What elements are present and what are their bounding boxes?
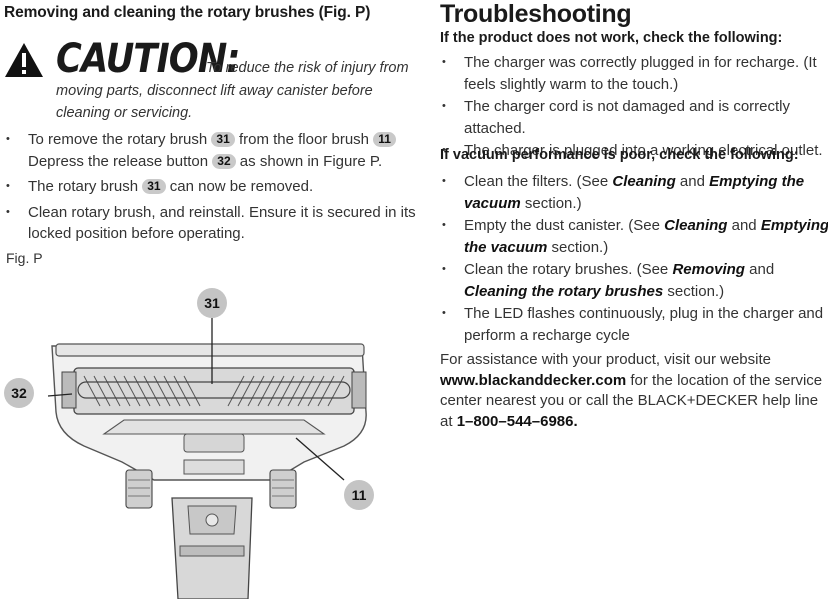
list-item: Clean the rotary brushes. (See Removing … xyxy=(440,259,828,302)
callout-31: 31 xyxy=(197,288,227,318)
caution-text-continued: moving parts, disconnect lift away canis… xyxy=(56,81,416,124)
part-number-badge: 31 xyxy=(142,179,166,194)
subheading-poor-performance: If vacuum performance is poor, check the… xyxy=(440,147,799,163)
floor-brush-illustration xyxy=(47,318,367,600)
figure-label: Fig. P xyxy=(6,250,43,266)
warning-triangle-icon xyxy=(5,43,43,77)
part-number-badge: 31 xyxy=(211,132,235,147)
caution-text-line-2: moving parts, disconnect lift away canis… xyxy=(56,83,373,99)
assistance-paragraph: For assistance with your product, visit … xyxy=(440,351,823,430)
callout-11: 11 xyxy=(344,480,374,510)
left-column: Removing and cleaning the rotary brushes… xyxy=(4,0,424,600)
list-item: Clean rotary brush, and reinstall. Ensur… xyxy=(4,202,422,245)
list-item: Clean the filters. (See Cleaning and Emp… xyxy=(440,171,828,214)
not-working-checklist: The charger was correctly plugged in for… xyxy=(440,52,828,163)
subheading-product-not-working: If the product does not work, check the … xyxy=(440,30,783,46)
list-item: The rotary brush 31 can now be removed. xyxy=(4,176,422,198)
part-number-badge: 32 xyxy=(212,153,236,169)
removal-steps-list: To remove the rotary brush 31 from the f… xyxy=(4,129,422,249)
list-item: The charger cord is not damaged and is c… xyxy=(440,96,828,139)
list-item: Empty the dust canister. (See Cleaning a… xyxy=(440,215,828,258)
list-item: To remove the rotary brush 31 from the f… xyxy=(4,129,422,172)
poor-performance-checklist: Clean the filters. (See Cleaning and Emp… xyxy=(440,171,828,347)
figure-p-floor-brush: 31 32 11 xyxy=(4,284,424,600)
callout-32: 32 xyxy=(4,378,34,408)
part-number-badge: 11 xyxy=(373,132,396,147)
help-line-number: 1–800–544–6986. xyxy=(456,412,578,430)
caution-text-line-3: cleaning or servicing. xyxy=(56,104,193,121)
section-heading-rotary-brushes: Removing and cleaning the rotary brushes… xyxy=(4,4,371,21)
caution-text-line-1: To reduce the risk of injury from xyxy=(206,60,409,76)
right-column: Troubleshooting If the product does not … xyxy=(440,0,828,599)
troubleshooting-heading: Troubleshooting xyxy=(440,0,632,28)
caution-title: CAUTION: xyxy=(56,36,240,82)
website-link[interactable]: www.blackanddecker.com xyxy=(440,371,627,389)
list-item: The charger was correctly plugged in for… xyxy=(440,52,828,95)
list-item: The LED flashes continuously, plug in th… xyxy=(440,303,828,346)
list-item: The charger is plugged into a working el… xyxy=(440,140,828,162)
